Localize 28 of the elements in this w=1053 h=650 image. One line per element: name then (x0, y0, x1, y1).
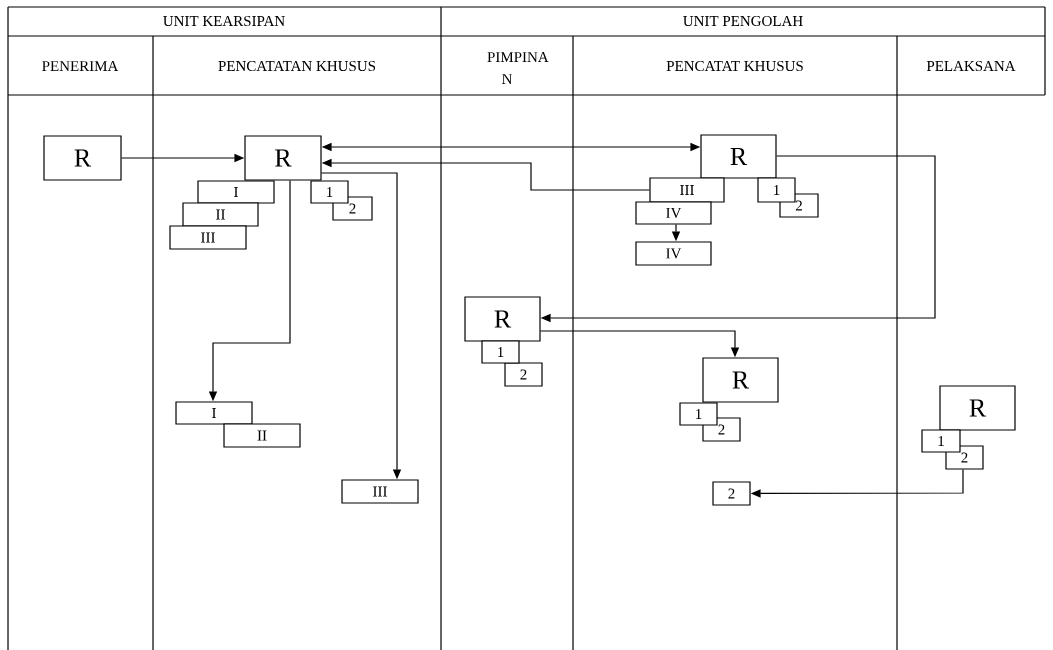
column-header: UNIT PENGOLAH (683, 15, 803, 27)
copy-box: 2 (504, 362, 543, 387)
copy-box: 1 (310, 180, 349, 204)
column-header: PENCATAT KHUSUS (666, 60, 803, 72)
copy-box: 1 (921, 429, 961, 453)
record-box: R (43, 135, 122, 181)
record-box: R (244, 135, 322, 181)
record-box: R (939, 385, 1016, 431)
copy-box: III (649, 177, 725, 203)
copy-box: I (197, 180, 275, 204)
record-box: R (700, 134, 777, 179)
column-header: PENCATATAN KHUSUS (218, 60, 376, 72)
copy-box: III (341, 479, 419, 504)
copy-box: I (175, 401, 253, 425)
copy-box: 2 (712, 481, 751, 506)
record-box: R (702, 357, 779, 403)
column-header: PIMPINA N (487, 52, 549, 84)
copy-box: 1 (679, 402, 718, 426)
copy-box: IV (635, 201, 712, 225)
column-header: UNIT KEARSIPAN (163, 15, 285, 27)
copy-box: II (223, 423, 301, 448)
column-header: PENERIMA (42, 61, 119, 71)
column-header: PELAKSANA (926, 60, 1016, 72)
copy-box: II (182, 202, 259, 227)
copy-box: IV (635, 241, 712, 266)
copy-box: 1 (481, 340, 520, 364)
copy-box: 1 (757, 177, 796, 203)
copy-box: III (169, 225, 247, 250)
